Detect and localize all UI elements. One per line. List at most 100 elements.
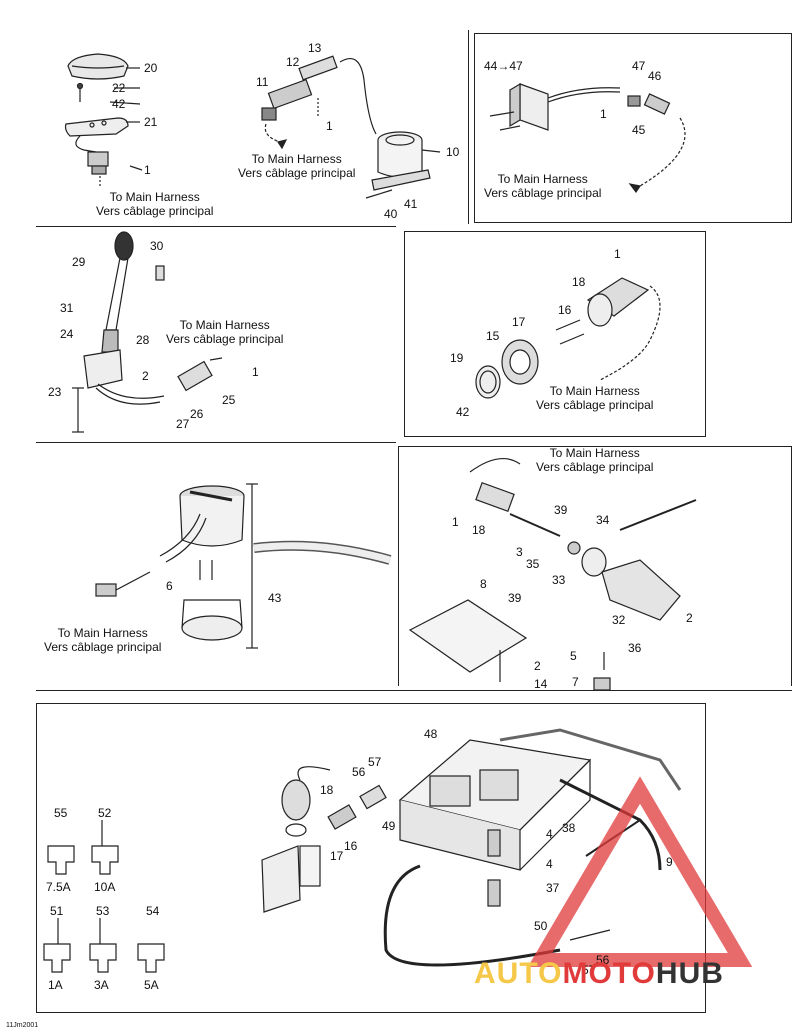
fuse-rating: 3A bbox=[94, 978, 109, 992]
harness-label: To Main Harness Vers câblage principal bbox=[536, 384, 653, 412]
callout-40: 40 bbox=[384, 207, 398, 221]
divider-h-2 bbox=[36, 442, 396, 443]
callout-26: 26 bbox=[190, 407, 204, 421]
callout-12: 12 bbox=[286, 55, 300, 69]
callout-18: 18 bbox=[472, 523, 486, 537]
callout-38: 38 bbox=[562, 821, 576, 835]
callout-2: 2 bbox=[534, 659, 541, 673]
fuse-number: 54 bbox=[146, 904, 160, 918]
harness-label-fr: Vers câblage principal bbox=[44, 640, 162, 654]
callout-30: 30 bbox=[150, 239, 164, 253]
callout-9: 9 bbox=[666, 855, 673, 869]
callout-41: 41 bbox=[404, 197, 418, 211]
fuse-rating: 7.5A bbox=[46, 880, 71, 894]
harness-label: To Main Harness Vers câblage principal bbox=[96, 190, 213, 218]
fuse-rating: 10A bbox=[94, 880, 116, 894]
divider-top-1 bbox=[468, 30, 469, 224]
callout-57: 57 bbox=[368, 755, 382, 769]
callout-11: 11 bbox=[256, 75, 269, 89]
divider-h-1 bbox=[36, 226, 396, 227]
fuse-box-drawing bbox=[261, 728, 682, 967]
fuse-number: 55 bbox=[54, 806, 68, 820]
harness-label-fr: Vers câblage principal bbox=[238, 166, 356, 180]
callout-6: 6 bbox=[166, 579, 173, 593]
callout-20: 20 bbox=[144, 61, 158, 75]
callout-2: 2 bbox=[142, 369, 149, 383]
fuse-rating: 1A bbox=[48, 978, 63, 992]
callout-39: 39 bbox=[554, 503, 568, 517]
callout-1: 1 bbox=[614, 247, 621, 261]
callout-16: 16 bbox=[344, 839, 358, 853]
callout-14: 14 bbox=[534, 677, 548, 691]
harness-label-en: To Main Harness bbox=[549, 446, 640, 460]
watermark-hub: HUB bbox=[655, 957, 724, 990]
callout-34: 34 bbox=[596, 513, 610, 527]
callout-56: 56 bbox=[352, 765, 366, 779]
callout-42: 42 bbox=[112, 97, 126, 111]
harness-label: To Main Harness Vers câblage principal bbox=[238, 152, 355, 180]
divider-right bbox=[791, 446, 792, 686]
callout-36: 36 bbox=[628, 641, 642, 655]
callout-22: 22 bbox=[112, 81, 126, 95]
callout-46: 46 bbox=[648, 69, 662, 83]
callout-47: 47 bbox=[632, 59, 646, 73]
callout-56: 56 bbox=[596, 953, 610, 967]
harness-label-fr: Vers câblage principal bbox=[536, 398, 654, 412]
harness-label-en: To Main Harness bbox=[497, 172, 588, 186]
fuse-number: 52 bbox=[98, 806, 112, 820]
fuse-number: 53 bbox=[96, 904, 110, 918]
panel-fuse-box bbox=[36, 703, 706, 1013]
panel-fuel-sender bbox=[474, 33, 792, 223]
callout-57: 57 bbox=[582, 963, 596, 977]
callout-39: 39 bbox=[508, 591, 522, 605]
callout-28: 28 bbox=[136, 333, 150, 347]
callout-33: 33 bbox=[552, 573, 566, 587]
callout-21: 21 bbox=[144, 115, 158, 129]
divider-h-3 bbox=[398, 446, 792, 447]
harness-label-en: To Main Harness bbox=[179, 318, 270, 332]
harness-label-fr: Vers câblage principal bbox=[536, 460, 654, 474]
callout-19: 19 bbox=[450, 351, 464, 365]
horn-assembly-drawing bbox=[261, 55, 441, 199]
callout-24: 24 bbox=[60, 327, 74, 341]
starter-solenoid-drawing bbox=[408, 457, 697, 691]
fuse-icons bbox=[43, 820, 165, 973]
harness-label: To Main Harness Vers câblage principal bbox=[484, 172, 601, 200]
throttle-switch-drawing bbox=[72, 231, 223, 433]
watermark-moto: MOTO bbox=[562, 957, 656, 990]
callout-18: 18 bbox=[320, 783, 334, 797]
callout-8: 8 bbox=[480, 577, 487, 591]
callout-29: 29 bbox=[72, 255, 86, 269]
fuel-sender-drawing bbox=[489, 82, 686, 194]
callout-17: 17 bbox=[512, 315, 526, 329]
callout-44-47: 44→47 bbox=[484, 59, 523, 73]
tach-sensor-drawing bbox=[475, 277, 661, 399]
callout-1: 1 bbox=[452, 515, 459, 529]
watermark-auto: AUTO bbox=[474, 957, 563, 990]
callout-48: 48 bbox=[424, 727, 438, 741]
watermark-text: AUTOMOTOHUB bbox=[474, 957, 724, 991]
callout-4: 4 bbox=[546, 857, 553, 871]
callout-49: 49 bbox=[382, 819, 396, 833]
harness-label: To Main Harness Vers câblage principal bbox=[536, 446, 653, 474]
callout-5: 5 bbox=[570, 649, 577, 663]
callout-2: 2 bbox=[686, 611, 693, 625]
callout-1: 1 bbox=[144, 163, 151, 177]
callout-25: 25 bbox=[222, 393, 236, 407]
callout-1: 1 bbox=[252, 365, 259, 379]
light-assembly-drawing bbox=[64, 53, 143, 186]
callout-37: 37 bbox=[546, 881, 560, 895]
callout-10: 10 bbox=[446, 145, 460, 159]
callout-3: 3 bbox=[516, 545, 523, 559]
fuse-rating: 5A bbox=[144, 978, 159, 992]
callout-50: 50 bbox=[534, 919, 548, 933]
divider-h-4 bbox=[36, 690, 792, 691]
harness-label-fr: Vers câblage principal bbox=[96, 204, 214, 218]
watermark-logo bbox=[527, 776, 753, 967]
callout-45: 45 bbox=[632, 123, 646, 137]
harness-label-en: To Main Harness bbox=[251, 152, 342, 166]
reference-code: 11Jm2001 bbox=[6, 1022, 39, 1029]
callout-23: 23 bbox=[48, 385, 62, 399]
panel-tach-sensor bbox=[404, 231, 706, 437]
